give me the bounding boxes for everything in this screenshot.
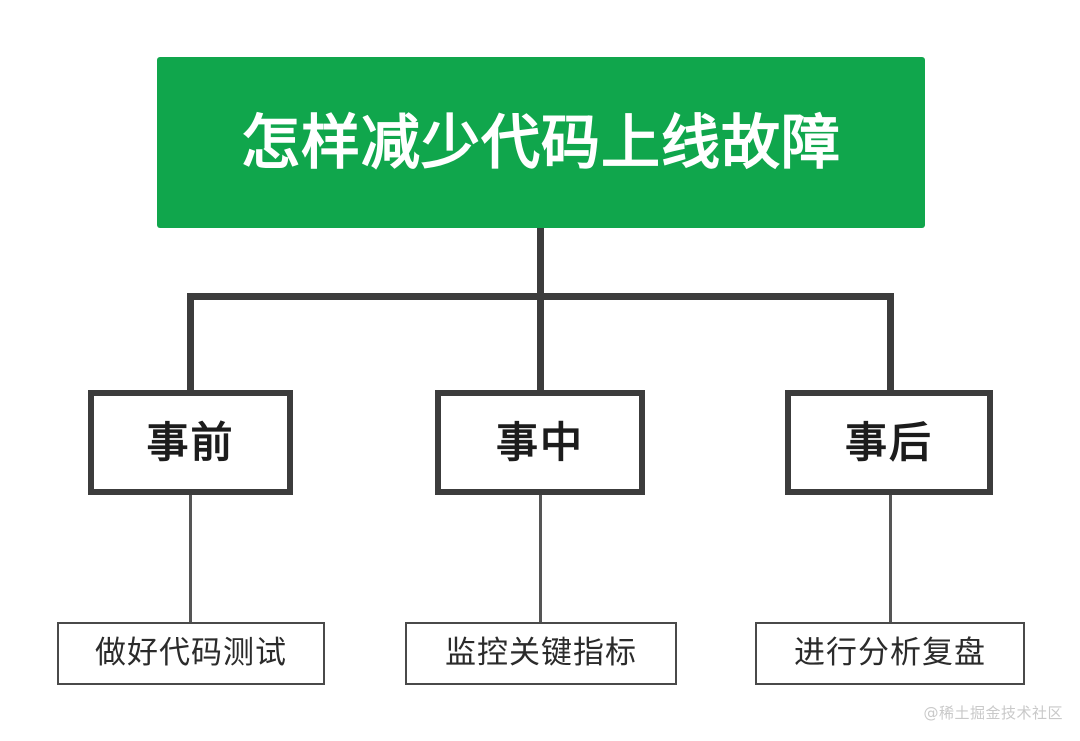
leaf-node-code-testing[interactable]: 做好代码测试 [57, 622, 325, 685]
watermark-text: @稀土掘金技术社区 [923, 704, 1063, 722]
branch-node-before-label: 事前 [146, 417, 235, 467]
branch-node-after-label: 事后 [844, 417, 933, 467]
branch-node-during[interactable]: 事中 [435, 390, 645, 495]
branch-node-during-label: 事中 [495, 417, 584, 467]
leaf-node-analysis-review[interactable]: 进行分析复盘 [755, 622, 1025, 685]
root-node-label: 怎样减少代码上线故障 [240, 108, 841, 177]
leaf-node-monitor-metrics[interactable]: 监控关键指标 [405, 622, 677, 685]
connector-stem-branch-2 [539, 495, 542, 623]
leaf-node-monitor-metrics-label: 监控关键指标 [445, 635, 637, 671]
connector-stem-branch-3 [889, 495, 892, 623]
connector-drop-branch-3 [887, 293, 894, 392]
root-node[interactable]: 怎样减少代码上线故障 [157, 57, 925, 228]
connector-drop-branch-1 [187, 293, 194, 392]
branch-node-before[interactable]: 事前 [88, 390, 293, 495]
branch-node-after[interactable]: 事后 [785, 390, 993, 495]
connector-trunk [537, 228, 544, 298]
connector-drop-branch-2 [537, 293, 544, 392]
leaf-node-code-testing-label: 做好代码测试 [95, 635, 287, 671]
leaf-node-analysis-review-label: 进行分析复盘 [794, 635, 986, 671]
connector-stem-branch-1 [189, 495, 192, 623]
